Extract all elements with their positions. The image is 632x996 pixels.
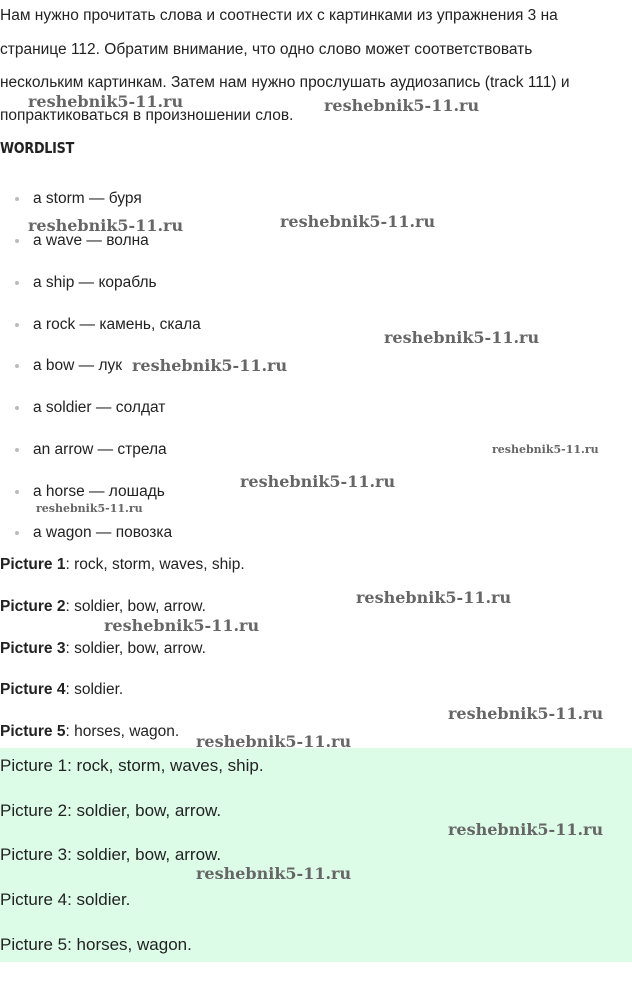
answer-line: Picture 1: rock, storm, waves, ship. bbox=[0, 756, 264, 775]
list-item-text: a storm — буря bbox=[33, 190, 142, 207]
picture-words: : soldier, bow, arrow. bbox=[65, 640, 206, 657]
answer-line: Picture 4: soldier. bbox=[0, 890, 131, 909]
list-item-text: a wave — волна bbox=[33, 232, 149, 249]
watermark: reshebnik5-11.ru bbox=[384, 328, 540, 347]
list-item: a bow — лук bbox=[15, 356, 123, 376]
list-item-text: a ship — корабль bbox=[33, 274, 157, 291]
list-item: a wagon — повозка bbox=[15, 523, 173, 543]
answer-line: Picture 2: soldier, bow, arrow. bbox=[0, 801, 222, 820]
watermark: reshebnik5-11.ru bbox=[104, 616, 260, 635]
watermark: reshebnik5-11.ru bbox=[356, 588, 512, 607]
picture-answer: Picture 2: soldier, bow, arrow. bbox=[0, 597, 206, 617]
watermark: reshebnik5-11.ru bbox=[196, 732, 352, 751]
picture-words: : rock, storm, waves, ship. bbox=[65, 556, 245, 573]
picture-words: : horses, wagon. bbox=[65, 723, 180, 740]
bullet-icon bbox=[15, 197, 19, 201]
list-item: a wave — волна bbox=[15, 231, 149, 251]
picture-answer: Picture 5: horses, wagon. bbox=[0, 722, 179, 742]
intro-line: Нам нужно прочитать слова и соотнести их… bbox=[0, 7, 558, 24]
watermark: reshebnik5-11.ru bbox=[448, 820, 604, 839]
list-item: a rock — камень, скала bbox=[15, 315, 201, 335]
bullet-icon bbox=[15, 531, 19, 535]
watermark: reshebnik5-11.ru bbox=[448, 704, 604, 723]
wordlist-heading: WORDLIST bbox=[0, 139, 75, 157]
picture-label: Picture 2 bbox=[0, 598, 66, 615]
bullet-icon bbox=[15, 323, 19, 327]
picture-words: : soldier. bbox=[65, 681, 124, 698]
watermark: reshebnik5-11.ru bbox=[324, 96, 480, 115]
intro-line: нескольким картинкам. Затем нам нужно пр… bbox=[0, 74, 570, 91]
intro-line: попрактиковаться в произношении слов. bbox=[0, 107, 294, 124]
list-item: a ship — корабль bbox=[15, 273, 157, 293]
watermark: reshebnik5-11.ru bbox=[196, 864, 352, 883]
list-item: an arrow — стрела bbox=[15, 440, 167, 460]
list-item: a horse — лошадь bbox=[15, 482, 165, 502]
watermark: reshebnik5-11.ru bbox=[280, 212, 436, 231]
bullet-icon bbox=[15, 490, 19, 494]
picture-answer: Picture 4: soldier. bbox=[0, 680, 123, 700]
list-item-text: a soldier — солдат bbox=[33, 399, 166, 416]
watermark: reshebnik5-11.ru bbox=[28, 92, 184, 111]
bullet-icon bbox=[15, 364, 19, 368]
watermark: reshebnik5-11.ru bbox=[36, 502, 143, 515]
answer-line: Picture 3: soldier, bow, arrow. bbox=[0, 845, 222, 864]
picture-label: Picture 1 bbox=[0, 556, 66, 573]
picture-answer: Picture 1: rock, storm, waves, ship. bbox=[0, 555, 245, 575]
watermark: reshebnik5-11.ru bbox=[492, 443, 599, 456]
watermark: reshebnik5-11.ru bbox=[28, 216, 184, 235]
list-item-text: a bow — лук bbox=[33, 357, 123, 374]
answer-line: Picture 5: horses, wagon. bbox=[0, 935, 192, 954]
bullet-icon bbox=[15, 281, 19, 285]
bullet-icon bbox=[15, 406, 19, 410]
list-item-text: a rock — камень, скала bbox=[33, 316, 201, 333]
answer-box bbox=[0, 748, 632, 962]
bullet-icon bbox=[15, 239, 19, 243]
list-item: a soldier — солдат bbox=[15, 398, 166, 418]
picture-label: Picture 5 bbox=[0, 723, 66, 740]
bullet-icon bbox=[15, 448, 19, 452]
picture-label: Picture 3 bbox=[0, 640, 66, 657]
watermark: reshebnik5-11.ru bbox=[132, 356, 288, 375]
picture-answer: Picture 3: soldier, bow, arrow. bbox=[0, 639, 206, 659]
list-item-text: a wagon — повозка bbox=[33, 524, 173, 541]
picture-label: Picture 4 bbox=[0, 681, 66, 698]
watermark: reshebnik5-11.ru bbox=[240, 472, 396, 491]
picture-words: : soldier, bow, arrow. bbox=[65, 598, 206, 615]
intro-line: странице 112. Обратим внимание, что одно… bbox=[0, 41, 533, 58]
list-item-text: a horse — лошадь bbox=[33, 483, 165, 500]
list-item: a storm — буря bbox=[15, 189, 142, 209]
list-item-text: an arrow — стрела bbox=[33, 441, 167, 458]
